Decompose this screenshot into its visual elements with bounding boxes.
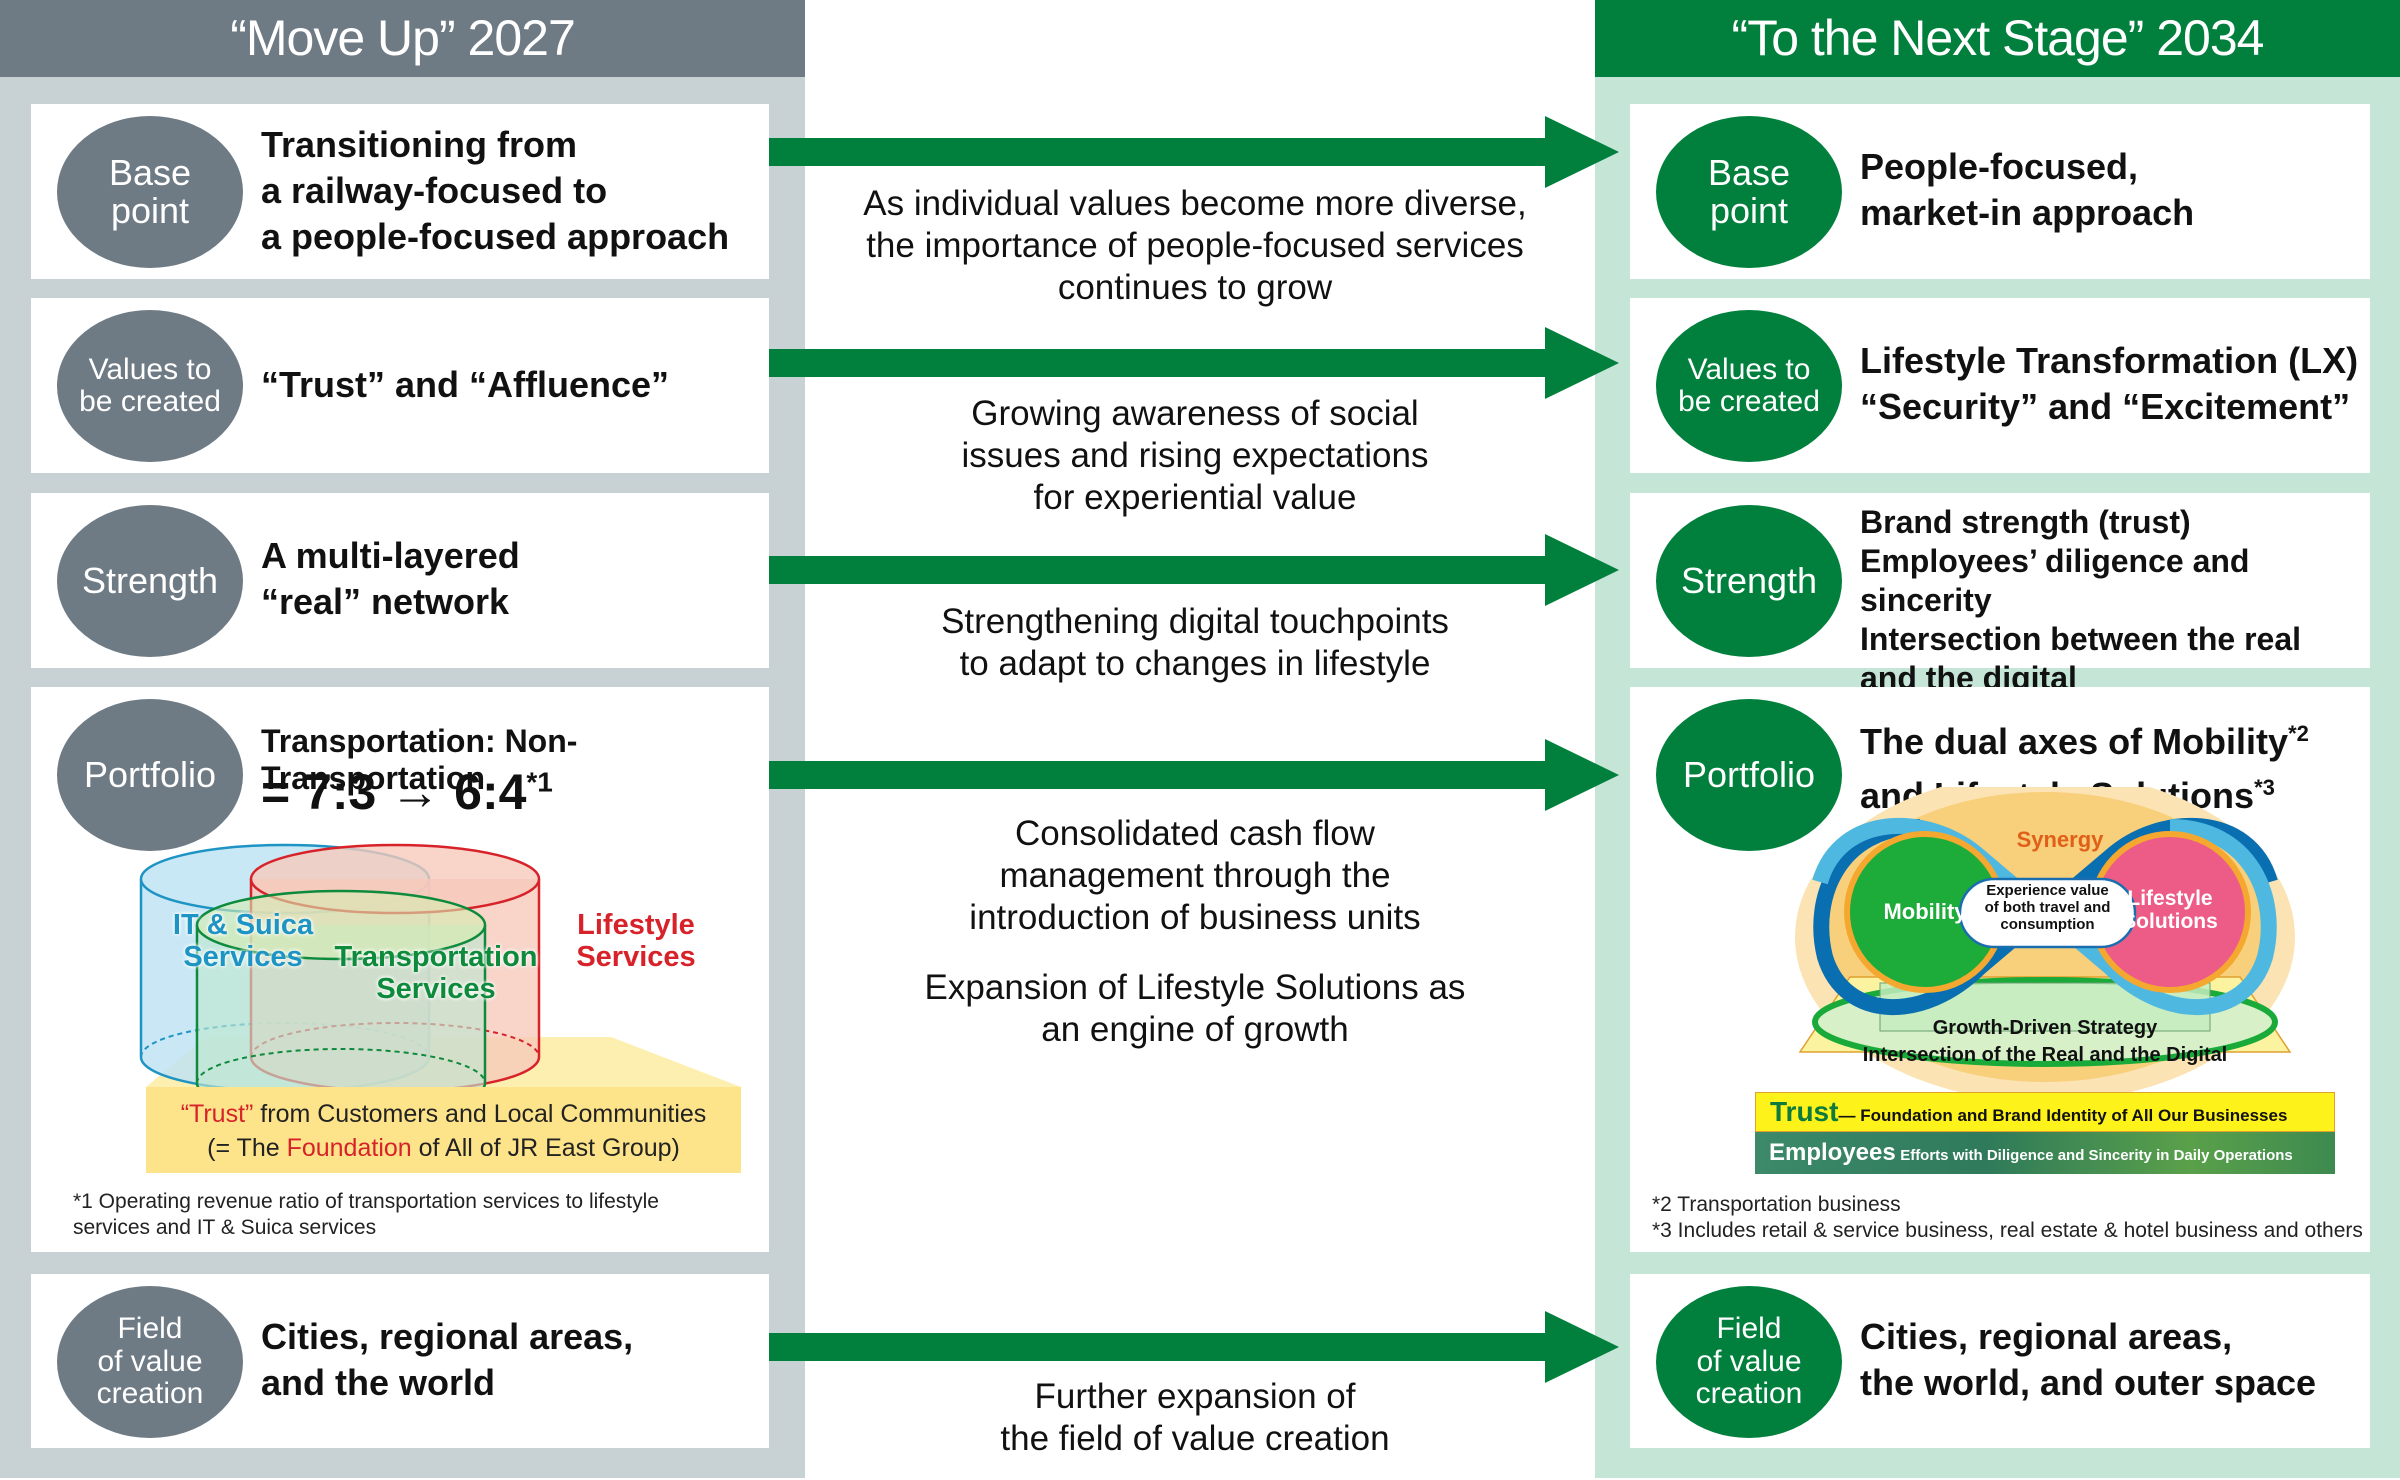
arrow-portfolio: [769, 739, 1619, 811]
left-values-row: Values to be created “Trust” and “Afflue…: [31, 298, 769, 473]
employees-band: Employees Efforts with Diligence and Sin…: [1755, 1132, 2335, 1174]
left-strength-text: A multi-layered “real” network: [261, 535, 520, 622]
field-badge: Field of value creation: [57, 1286, 243, 1438]
field-badge-2034: Field of value creation: [1656, 1286, 1842, 1438]
trust-foundation-box: “Trust” from Customers and Local Communi…: [146, 1087, 741, 1173]
right-base-point-text: People-focused, market-in approach: [1860, 146, 2195, 233]
infinity-light-stroke: [1812, 817, 2277, 1015]
employees-band-text: Efforts with Diligence and Sincerity in …: [1900, 1147, 2293, 1164]
lifestyle-solutions-label: Lifestyle Solutions: [2122, 887, 2218, 933]
values-badge-2034: Values to be created: [1656, 310, 1842, 462]
trust-line1: from Customers and Local Communities: [253, 1100, 707, 1128]
trust-band: Trust— Foundation and Brand Identity of …: [1755, 1092, 2335, 1132]
intersection-label: Intersection of the Real and the Digital: [1862, 1044, 2228, 1066]
right-strength-text: Brand strength (trust) Employees’ dilige…: [1860, 504, 2302, 696]
strength-badge-2034: Strength: [1656, 505, 1842, 657]
footnote-3: *3 Includes retail & service business, r…: [1652, 1219, 2363, 1242]
experience-value-label: Experience value of both travel and cons…: [1984, 882, 2111, 933]
left-base-point-row: Base point Transitioning from a railway-…: [31, 104, 769, 279]
footnote-2: *2 Transportation business: [1652, 1193, 1901, 1216]
left-portfolio-row: Portfolio Transportation: Non-Transporta…: [31, 687, 769, 1252]
arrow-strength: [769, 534, 1619, 606]
ratio-value-text: = 7:3 → 6:4: [261, 764, 527, 820]
ratio-value: = 7:3 → 6:4*1: [261, 763, 553, 821]
trust-band-word: Trust: [1770, 1096, 1839, 1127]
driver-text-1: As individual values become more diverse…: [863, 184, 1527, 307]
trust-band-text: — Foundation and Brand Identity of All O…: [1838, 1106, 2288, 1125]
strength-badge: Strength: [57, 505, 243, 657]
dual-axes-line1: The dual axes of Mobility: [1860, 721, 2289, 762]
driver-text-2: Growing awareness of social issues and r…: [961, 394, 1429, 517]
arrow-base-point: [769, 116, 1619, 188]
footnote-1: *1 Operating revenue ratio of transporta…: [73, 1190, 659, 1239]
driver-text-5: Expansion of Lifestyle Solutions as an e…: [924, 968, 1466, 1049]
next-stage-2034-title: “To the Next Stage” 2034: [1595, 0, 2400, 77]
mobility-label: Mobility: [1883, 899, 1967, 924]
driver-text-3: Strengthening digital touchpoints to ada…: [941, 602, 1449, 683]
synergy-label: Synergy: [2016, 827, 2104, 852]
foundation-word: Foundation: [286, 1134, 412, 1162]
left-field-text: Cities, regional areas, and the world: [261, 1316, 634, 1403]
transportation-label: Transportation Services: [334, 941, 538, 1005]
lifestyle-label: Lifestyle Services: [576, 909, 696, 973]
driver-text-6: Further expansion of the field of value …: [1000, 1377, 1390, 1458]
right-field-row: Field of value creation Cities, regional…: [1630, 1274, 2370, 1448]
employees-band-word: Employees: [1769, 1139, 1896, 1166]
experience-value-pill: [1958, 877, 2137, 949]
dual-axes-diagram: [1795, 787, 2295, 1102]
right-values-row: Values to be created Lifestyle Transform…: [1630, 298, 2370, 473]
trust-line2-pre: (= The: [207, 1134, 287, 1162]
it-suica-label: IT & Suica Services: [172, 909, 314, 973]
portfolio-badge-2034: Portfolio: [1656, 699, 1842, 851]
cylinder-diagram: [139, 843, 741, 1119]
portfolio-badge: Portfolio: [57, 699, 243, 851]
left-values-text: “Trust” and “Affluence”: [261, 364, 670, 405]
arrow-field: [769, 1311, 1619, 1383]
ratio-title: Transportation: Non-Transportation: [261, 723, 578, 796]
right-portfolio-row: Portfolio The dual axes of Mobility*2 an…: [1630, 687, 2370, 1252]
driver-text-4: Consolidated cash flow management throug…: [969, 814, 1421, 937]
right-base-point-row: Base point People-focused, market-in app…: [1630, 104, 2370, 279]
left-strength-row: Strength A multi-layered “real” network: [31, 493, 769, 668]
base-point-badge: Base point: [57, 116, 243, 268]
right-strength-row: Strength Brand strength (trust) Employee…: [1630, 493, 2370, 696]
values-badge: Values to be created: [57, 310, 243, 462]
trust-word: “Trust”: [180, 1100, 254, 1128]
right-values-text: Lifestyle Transformation (LX) “Security”…: [1860, 340, 2359, 427]
trust-line2-post: of All of JR East Group): [411, 1134, 680, 1162]
move-up-2027-title: “Move Up” 2027: [0, 0, 805, 77]
footnote-mark-1: *1: [526, 766, 553, 798]
arrow-values: [769, 327, 1619, 399]
footnote-mark-2: *2: [2288, 721, 2309, 746]
left-base-point-text: Transitioning from a railway-focused to …: [261, 124, 730, 257]
right-field-text: Cities, regional areas, the world, and o…: [1860, 1316, 2317, 1403]
left-field-row: Field of value creation Cities, regional…: [31, 1274, 769, 1448]
growth-strategy-label: Growth-Driven Strategy: [1932, 1017, 2158, 1039]
base-point-badge-2034: Base point: [1656, 116, 1842, 268]
footnote-mark-3: *3: [2254, 775, 2275, 800]
